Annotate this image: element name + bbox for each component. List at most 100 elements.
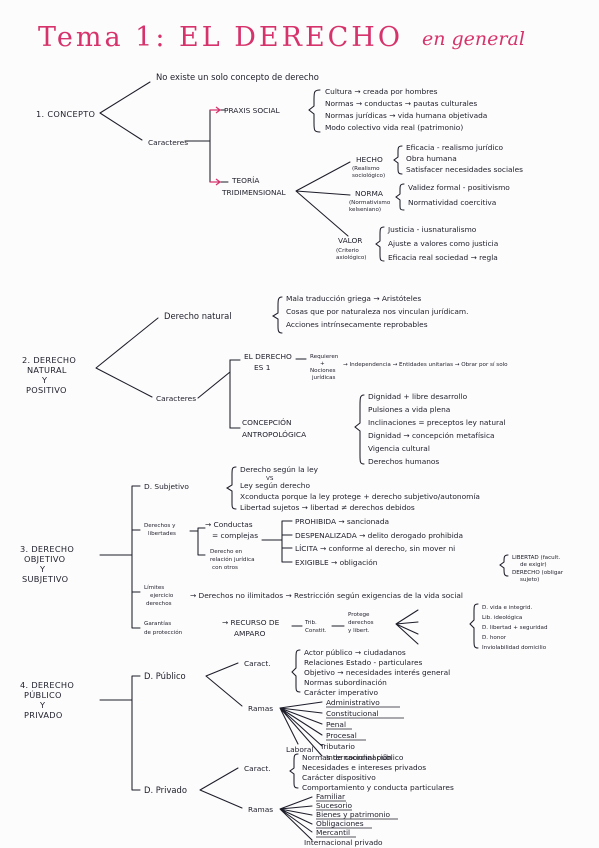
publico-caract-item: Relaciones Estado - particulares [304, 658, 422, 667]
natural-item: Acciones intrínsecamente reprobables [286, 320, 428, 329]
derecho-protegido: Lib. ideológica [482, 614, 522, 621]
connector [261, 520, 293, 563]
svg-text:sujeto): sujeto) [520, 577, 539, 583]
protege: Protege [348, 612, 370, 618]
page-title-tail: en general [422, 28, 525, 50]
connector [279, 701, 323, 757]
svg-text:libertades: libertades [148, 531, 176, 537]
valor-note: axiológico) [336, 254, 366, 261]
brace [393, 145, 403, 175]
deberes-label: Derechos y [144, 523, 176, 529]
s1-intro: No existe un solo concepto de derecho [156, 72, 319, 82]
subj-label: D. Subjetivo [144, 482, 189, 491]
privado-caract-item: Carácter dispositivo [302, 773, 376, 782]
section-3-title: 3. DERECHO [20, 544, 74, 554]
svg-text:= complejas: = complejas [212, 531, 258, 540]
vs-label: VS [266, 476, 274, 482]
s1-caracteres: Caracteres [148, 138, 188, 147]
subj-item: Derecho según la ley [240, 465, 319, 474]
subj-item: Xconducta porque la ley protege + derech… [240, 492, 480, 501]
svg-text:ejercicio: ejercicio [150, 593, 174, 599]
svg-text:derechos: derechos [348, 620, 374, 626]
publico-caract-item: Normas subordinación [304, 678, 387, 687]
hecho-item: Satisfacer necesidades sociales [406, 165, 523, 174]
rama-publica: Administrativo [326, 698, 380, 707]
svg-text:Nociones: Nociones [310, 368, 336, 374]
connector [199, 767, 243, 809]
norma-item: Normatividad coercitiva [408, 198, 496, 207]
derecho-protegido: Inviolabilidad domicilio [482, 645, 547, 651]
teoria-label-2: TRIDIMENSIONAL [221, 188, 287, 197]
publico-ramas: Ramas [248, 704, 273, 713]
deberes-conductas: → Conductas [205, 520, 253, 529]
norma-note: (Normativismo [349, 200, 391, 206]
page-title: Tema 1: EL DERECHO [38, 22, 403, 53]
svg-text:jurídicas: jurídicas [311, 374, 336, 381]
arrow-icon [210, 106, 221, 186]
trib-const: Trib. [304, 620, 317, 626]
rama-publica: Penal [326, 720, 346, 729]
brace [289, 753, 299, 789]
antro-label-2: ANTROPOLÓGICA [242, 430, 306, 439]
section-2-title: 2. DERECHO [22, 355, 76, 365]
svg-text:de exigir): de exigir) [520, 562, 547, 568]
valor-note: (Criterio [336, 248, 359, 254]
brace [291, 649, 301, 693]
svg-text:+: + [320, 361, 325, 367]
svg-text:SUBJETIVO: SUBJETIVO [22, 574, 68, 584]
connector [99, 112, 143, 141]
svg-text:Y: Y [39, 700, 46, 710]
antro-item: Dignidad + libre desarrollo [368, 392, 468, 401]
valor-item: Justicia - iusnaturalismo [387, 225, 477, 234]
valor-label: VALOR [338, 236, 362, 245]
relacion-label: Derecho en [210, 549, 243, 555]
publico-caract: Caract. [244, 659, 271, 668]
hecho-label: HECHO [356, 155, 383, 164]
connector [279, 796, 313, 841]
rama-privada: Obligaciones [316, 819, 364, 828]
svg-text:AMPARO: AMPARO [234, 629, 266, 638]
antro-item: Pulsiones a vida plena [368, 405, 450, 414]
antro-item: Derechos humanos [368, 457, 439, 466]
rama-privada: Sucesorio [316, 801, 352, 810]
section-1-title: 1. CONCEPTO [36, 109, 95, 119]
connector [295, 161, 351, 237]
privado-caract: Caract. [244, 764, 271, 773]
brace [375, 226, 385, 262]
connector [184, 109, 229, 183]
valor-item: Ajuste a valores como justicia [388, 239, 498, 248]
rama-privada: Mercantil [316, 828, 350, 837]
rama-laboral: Laboral [286, 745, 313, 754]
conducta-item: PROHIBIDA → sancionada [295, 517, 389, 526]
hecho-note: (Realismo [352, 166, 380, 172]
es1-label-2: ES 1 [254, 363, 271, 372]
norma-item: Validez formal - positivismo [408, 183, 510, 192]
privado-caract-item: Necesidades e intereses privados [302, 763, 426, 772]
rama-privada: Bienes y patrimonio [316, 810, 390, 819]
brace [225, 466, 237, 510]
derecho-protegido: D. vida e integrid. [482, 605, 532, 611]
praxis-label: PRAXIS SOCIAL [224, 106, 281, 115]
rama-publica: Tributario [319, 742, 355, 751]
antro-label-1: CONCEPCIÓN [242, 418, 291, 427]
svg-text:Y: Y [41, 375, 48, 385]
svg-text:derechos: derechos [146, 601, 172, 607]
recurso-amparo: → RECURSO DE [222, 618, 280, 627]
connector [197, 359, 241, 429]
rama-publica: Procesal [326, 731, 357, 740]
libertad-note: LIBERTAD (facult. [512, 555, 560, 561]
publico-caract-item: Actor público → ciudadanos [304, 648, 406, 657]
section-4-title: 4. DERECHO [20, 680, 74, 690]
valor-item: Eficacia real sociedad → regla [388, 253, 498, 262]
es1-independencia: → Independencia → Entidades unitarias → … [343, 361, 508, 368]
svg-text:con otros: con otros [212, 565, 238, 571]
rama-privada: Internacional privado [304, 838, 383, 847]
derecho-protegido: D. libertad + seguridad [482, 625, 548, 631]
svg-text:y libert.: y libert. [348, 628, 370, 634]
svg-text:PRIVADO: PRIVADO [24, 710, 63, 720]
norma-note: kelseniano) [349, 207, 381, 213]
privado-label: D. Privado [144, 785, 187, 795]
svg-text:PÚBLICO: PÚBLICO [24, 689, 62, 700]
connector [99, 81, 151, 114]
